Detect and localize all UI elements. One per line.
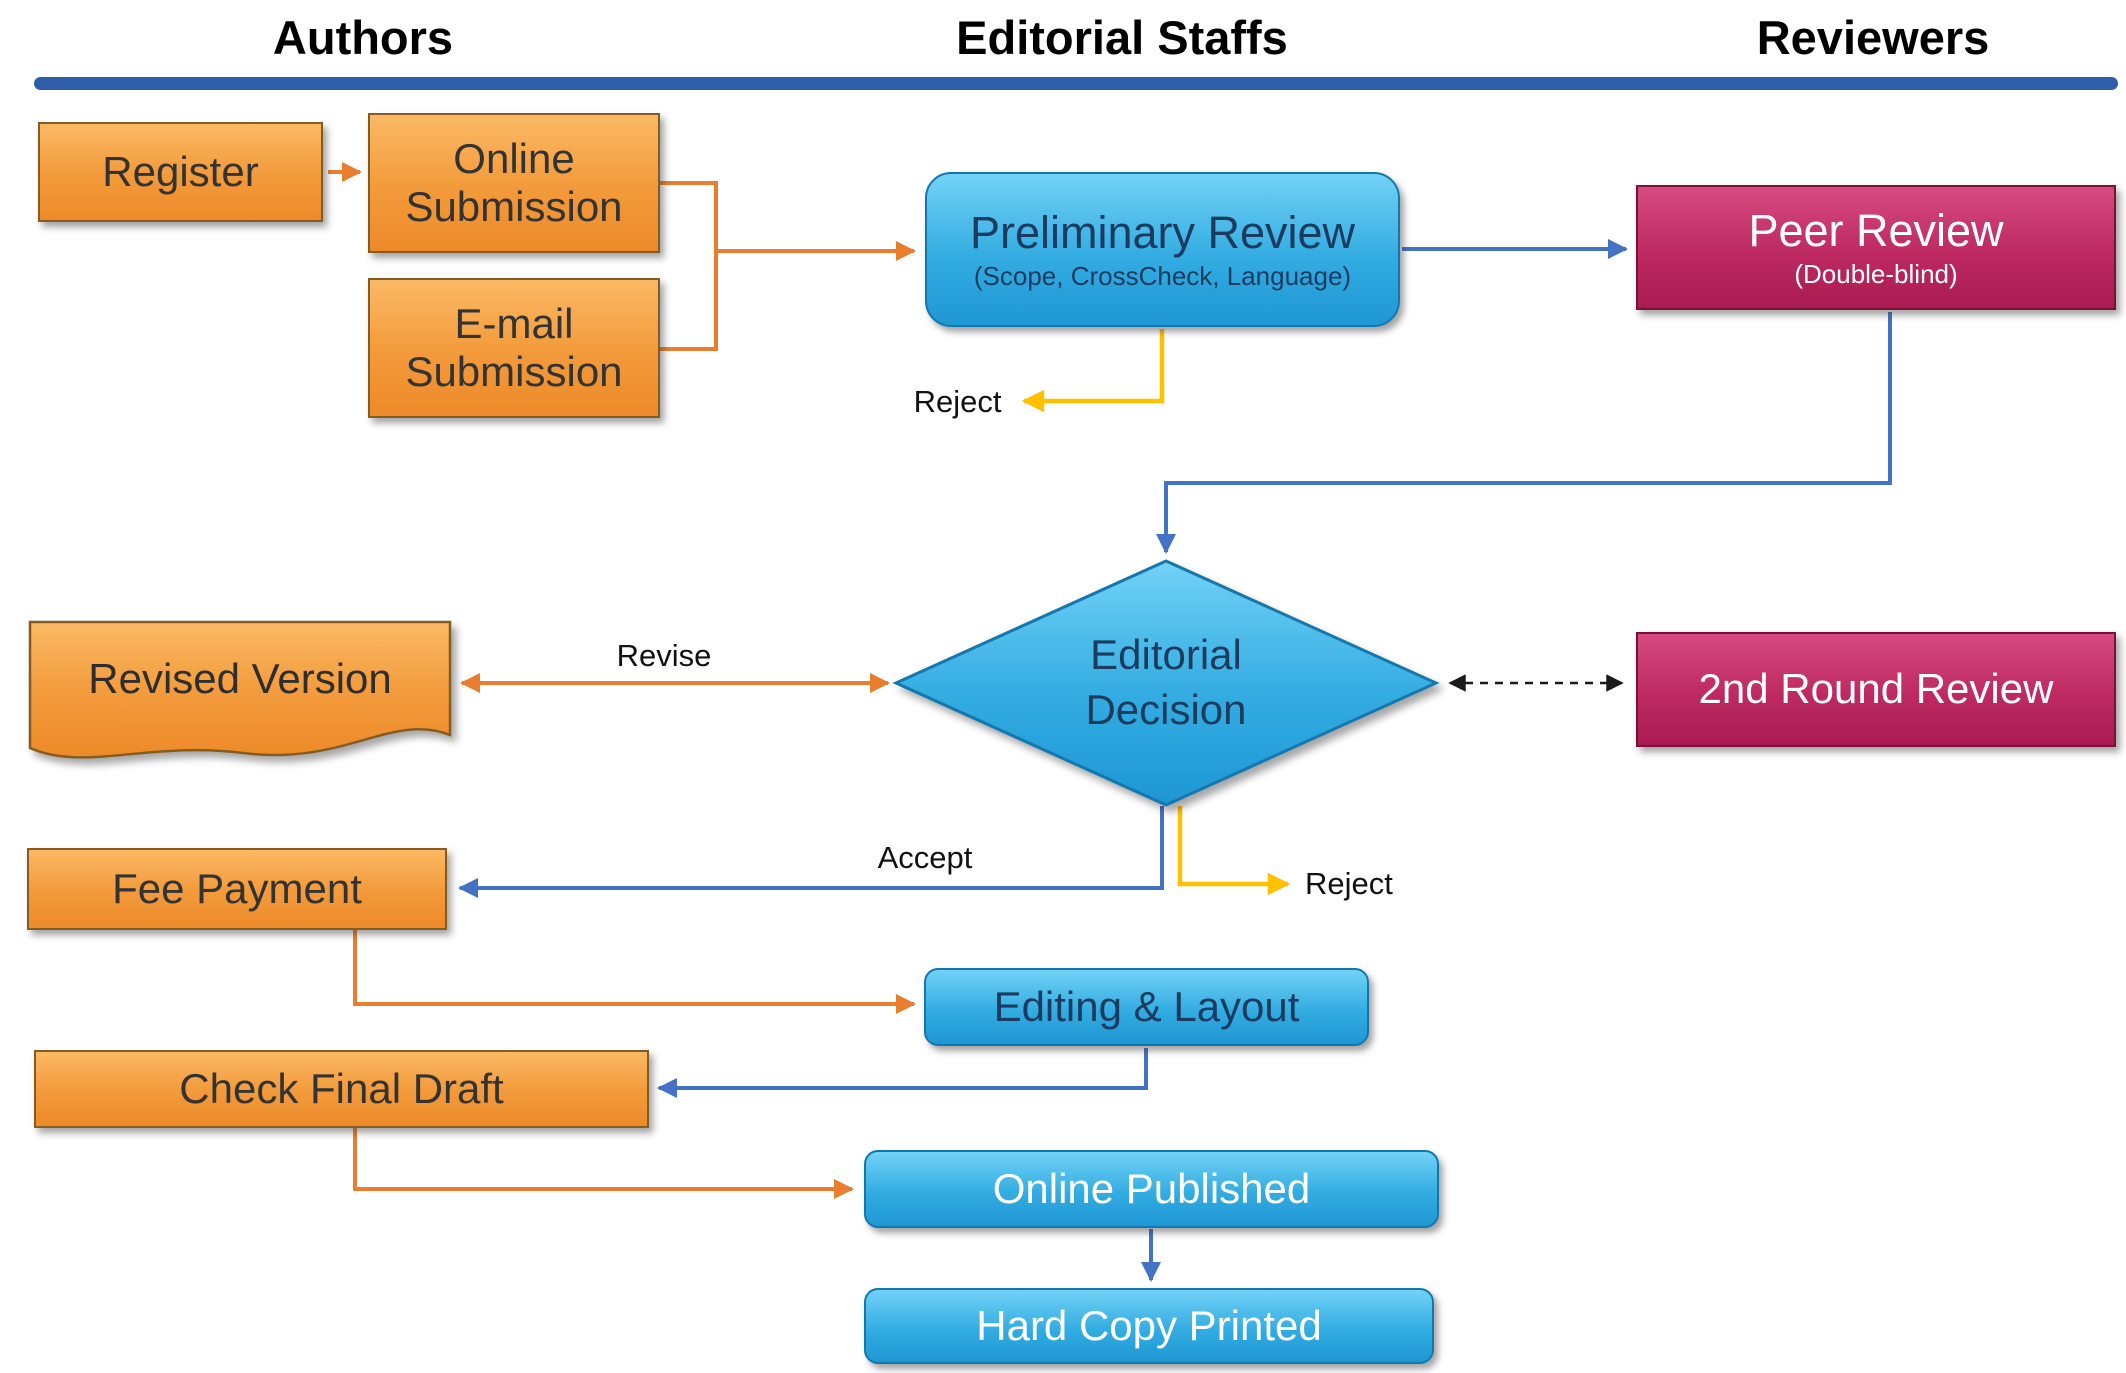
revised-version-document-shape [28,620,452,759]
node-2nd-round-review-label: 2nd Round Review [1698,665,2054,713]
node-fee-payment-label: Fee Payment [112,864,362,912]
edge-label-accept: Accept [877,840,973,875]
node-preliminary-review-label: Preliminary Review [969,207,1356,259]
node-email-submission: E-mail Submission [368,278,660,418]
node-online-published: Online Published [864,1150,1439,1228]
arrow-preliminary-reject [1021,329,1165,413]
arrow-check-final-draft-to-online-published [353,1128,854,1199]
node-check-final-draft: Check Final Draft [34,1050,649,1128]
arrow-accept-to-fee-payment [458,806,1164,898]
arrow-decision-reject [1177,806,1291,896]
node-preliminary-review: Preliminary Review (Scope, CrossCheck, L… [925,172,1400,327]
node-fee-payment: Fee Payment [27,848,447,930]
arrow-peer-review-to-editorial-decision [1156,312,1892,554]
lane-divider-bar [34,77,2118,90]
node-preliminary-review-subtitle: (Scope, CrossCheck, Language) [973,260,1352,291]
node-online-submission: Online Submission [368,113,660,253]
lane-header-editorial-staffs: Editorial Staffs [956,11,1288,64]
editorial-decision-diamond [892,559,1440,807]
node-editing-layout-label: Editing & Layout [993,982,1300,1030]
arrow-fee-payment-to-editing-layout [353,930,916,1014]
node-register-label: Register [102,147,259,195]
edge-label-revise: Revise [616,638,712,673]
node-revised-version-label: Revised Version [88,654,392,702]
edge-label-reject-top: Reject [913,384,1002,419]
node-editorial-decision-label: Editorial Decision [1085,631,1247,733]
lane-header-authors: Authors [272,11,454,64]
connector-submission-bracket [660,181,718,351]
node-online-published-label: Online Published [992,1164,1311,1212]
node-peer-review: Peer Review (Double-blind) [1636,185,2116,310]
node-peer-review-subtitle: (Double-blind) [1794,258,1958,289]
node-check-final-draft-label: Check Final Draft [179,1064,504,1112]
arrow-editing-layout-to-check-final-draft [657,1048,1148,1098]
node-register: Register [38,122,323,222]
node-peer-review-label: Peer Review [1748,205,2004,257]
edge-label-reject-bottom: Reject [1305,866,1393,901]
node-hard-copy-printed-label: Hard Copy Printed [976,1301,1322,1349]
node-online-submission-label: Online Submission [405,134,623,230]
node-2nd-round-review: 2nd Round Review [1636,632,2116,747]
node-hard-copy-printed: Hard Copy Printed [864,1288,1434,1364]
lane-header-reviewers: Reviewers [1756,11,1990,64]
node-email-submission-label: E-mail Submission [405,299,623,395]
node-editing-layout: Editing & Layout [924,968,1369,1046]
